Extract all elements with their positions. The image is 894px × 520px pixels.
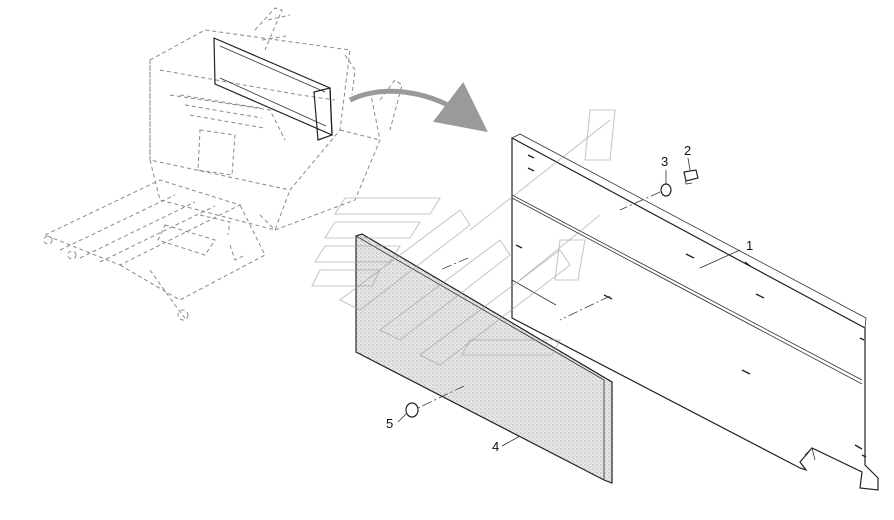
assembly-centerlines (417, 191, 661, 409)
part-5-grommet (405, 402, 419, 418)
part-3-washer (660, 183, 672, 197)
part-4-foam-pad (355, 233, 613, 484)
label-part-5: 5 (386, 416, 393, 431)
panel-slots (515, 154, 867, 458)
leader-lines (397, 157, 741, 447)
part-1-side-panel (511, 133, 879, 491)
label-part-4: 4 (492, 439, 499, 454)
label-part-3: 3 (661, 154, 668, 169)
watermark-logo (311, 109, 616, 366)
part-labels: 1 2 3 4 5 (386, 143, 753, 454)
part-2-bolt (683, 169, 699, 185)
machine-assembly-phantom (43, 7, 403, 321)
label-part-1: 1 (746, 238, 753, 253)
label-part-2: 2 (684, 143, 691, 158)
explode-arrow (348, 81, 488, 133)
